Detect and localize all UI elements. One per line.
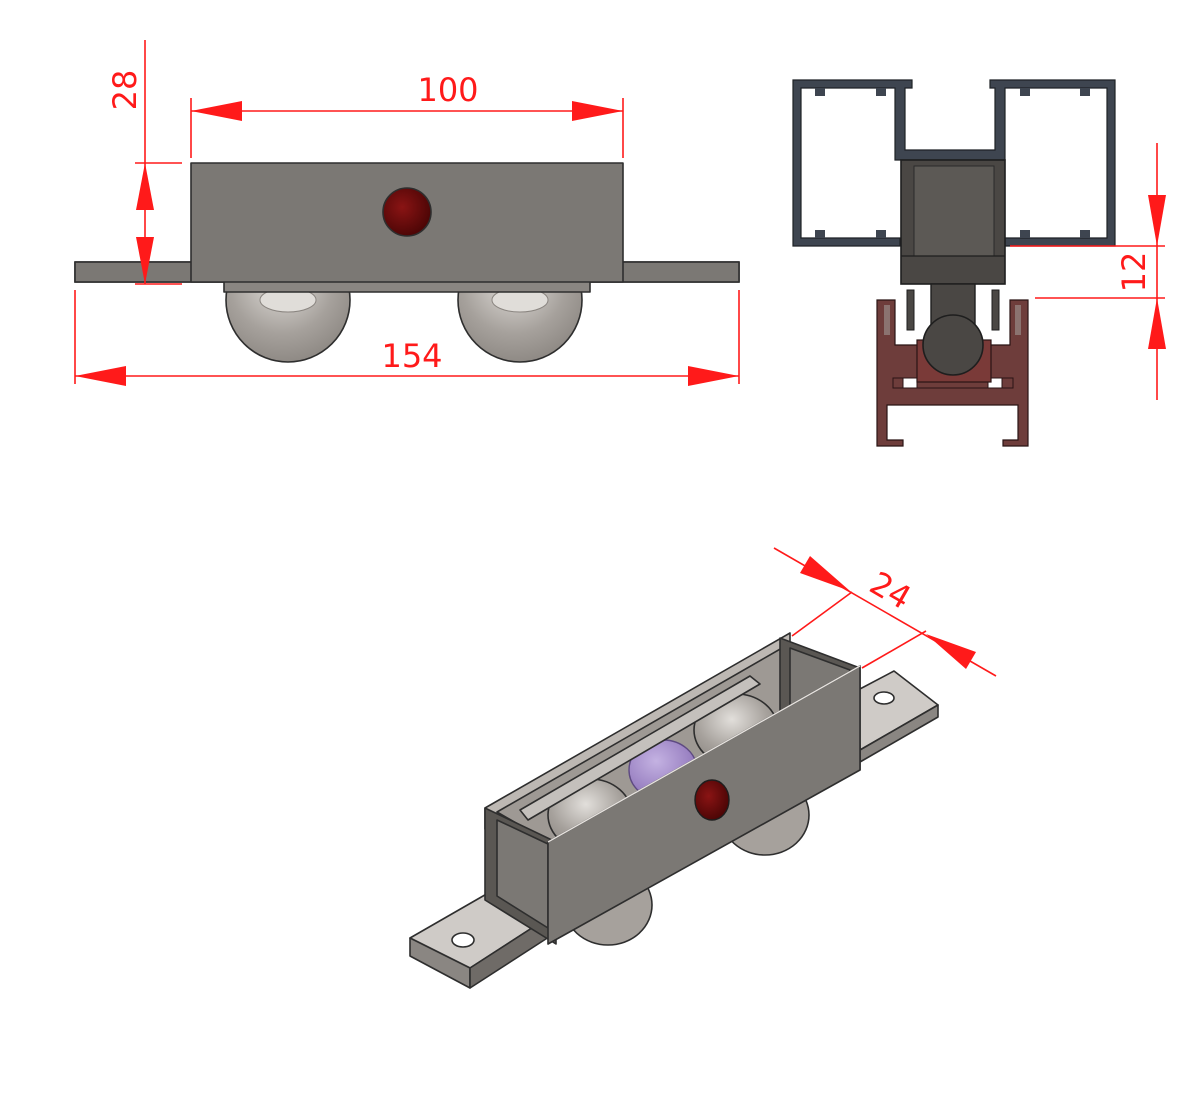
dimension-housing-length: 100 [190, 71, 624, 158]
iso-tab-left-hole [451, 932, 475, 948]
label-housing-length: 100 [417, 71, 478, 109]
iso-axle-cap [694, 779, 730, 821]
upper-profile-clips [815, 88, 1090, 238]
dimension-height: 28 [106, 40, 182, 285]
label-width: 24 [863, 564, 917, 617]
label-total-length: 154 [381, 337, 442, 375]
label-rail-offset: 12 [1115, 252, 1153, 293]
front-view [74, 162, 740, 363]
dimension-rail-offset: 12 [1010, 143, 1166, 400]
section-view [792, 79, 1116, 447]
dimension-total-length: 154 [74, 290, 740, 386]
label-height: 28 [106, 70, 144, 111]
section-roller [922, 314, 984, 376]
iso-tab-right-hole [873, 691, 895, 705]
axle-cap [382, 187, 432, 237]
isometric-view [409, 632, 939, 989]
